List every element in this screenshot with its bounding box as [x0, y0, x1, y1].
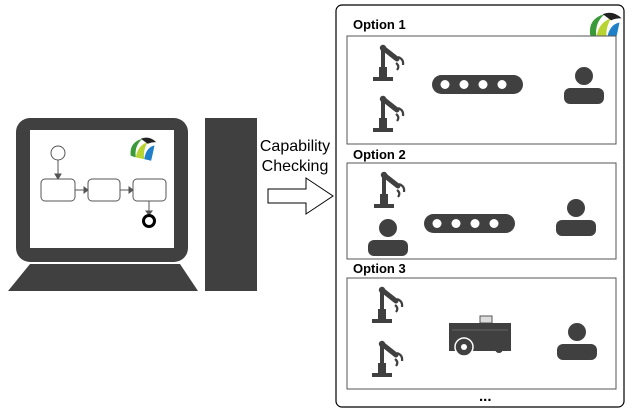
end-event: [142, 214, 156, 228]
task-1: [40, 178, 76, 202]
task-3: [132, 178, 167, 202]
tower-case: [205, 118, 257, 291]
arrow-label-line1: Capability: [259, 138, 331, 155]
option-title: Option 3: [353, 261, 406, 276]
option-title: Option 1: [353, 17, 406, 32]
option-title: Option 2: [353, 147, 406, 162]
mobile-robot-icon: [449, 315, 511, 357]
arrow-label-line2: Checking: [261, 158, 329, 175]
capability-arrow: [267, 177, 334, 215]
process-diagram: [40, 145, 167, 228]
start-event: [50, 145, 66, 161]
more-options-ellipsis: ...: [479, 388, 492, 405]
arrow-label: Capability Checking: [250, 137, 340, 177]
keyboard: [8, 264, 198, 291]
task-2: [87, 178, 121, 202]
conveyor-icon: [424, 214, 515, 233]
conveyor-icon: [432, 75, 523, 94]
computer-icon: [8, 118, 257, 291]
